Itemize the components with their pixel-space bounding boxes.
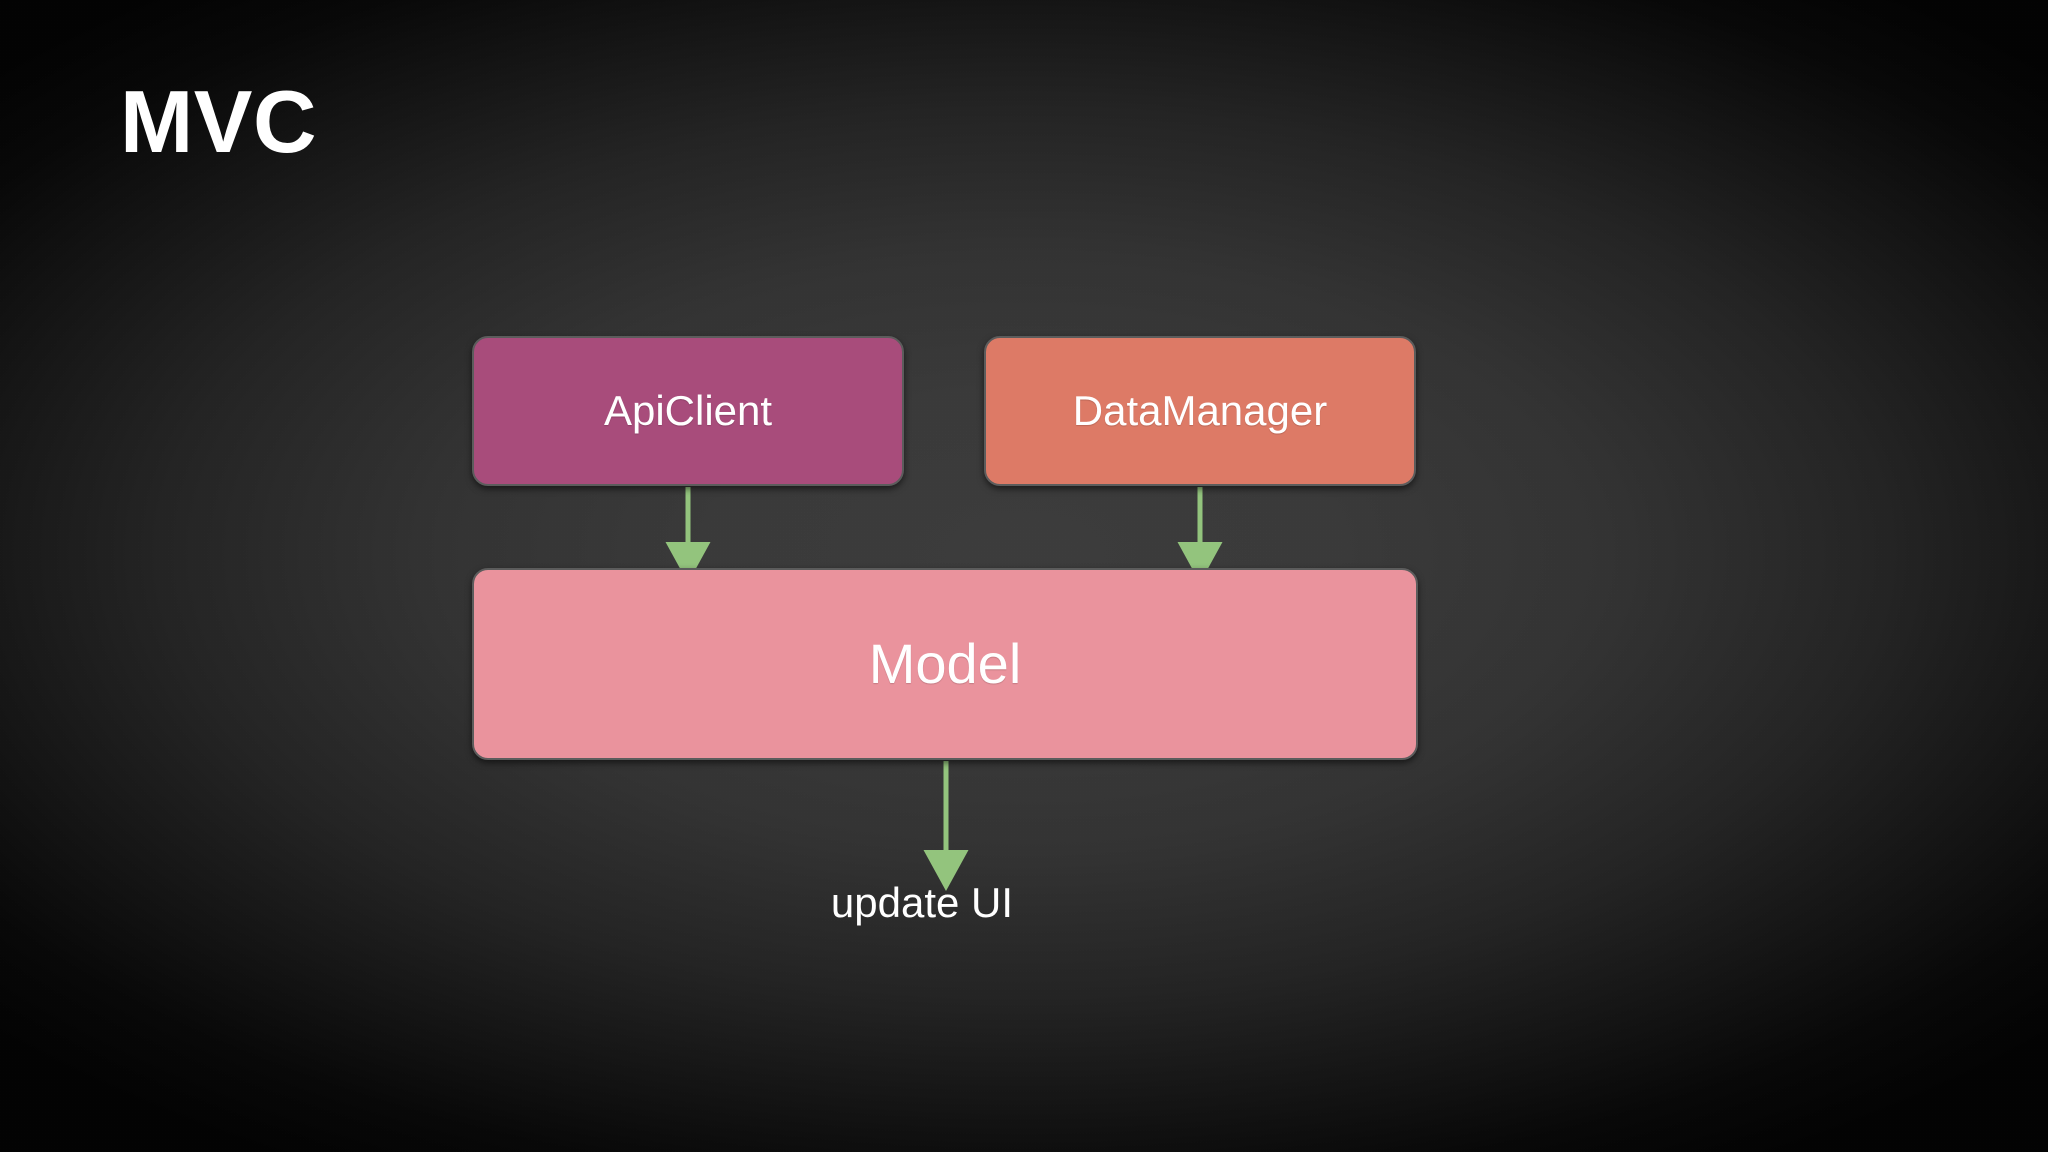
diagram-caption-update-ui: update UI — [830, 879, 1014, 926]
diagram-node-datamanager[interactable]: DataManager — [984, 336, 1416, 486]
diagram-node-datamanager-label: DataManager — [1072, 387, 1328, 434]
diagram-node-apiclient-label: ApiClient — [603, 387, 773, 434]
page-title: MVC — [120, 72, 318, 171]
diagram-node-model[interactable]: Model — [472, 568, 1418, 760]
diagram-node-apiclient[interactable]: ApiClient — [472, 336, 904, 486]
diagram-node-model-label: Model — [868, 632, 1022, 695]
